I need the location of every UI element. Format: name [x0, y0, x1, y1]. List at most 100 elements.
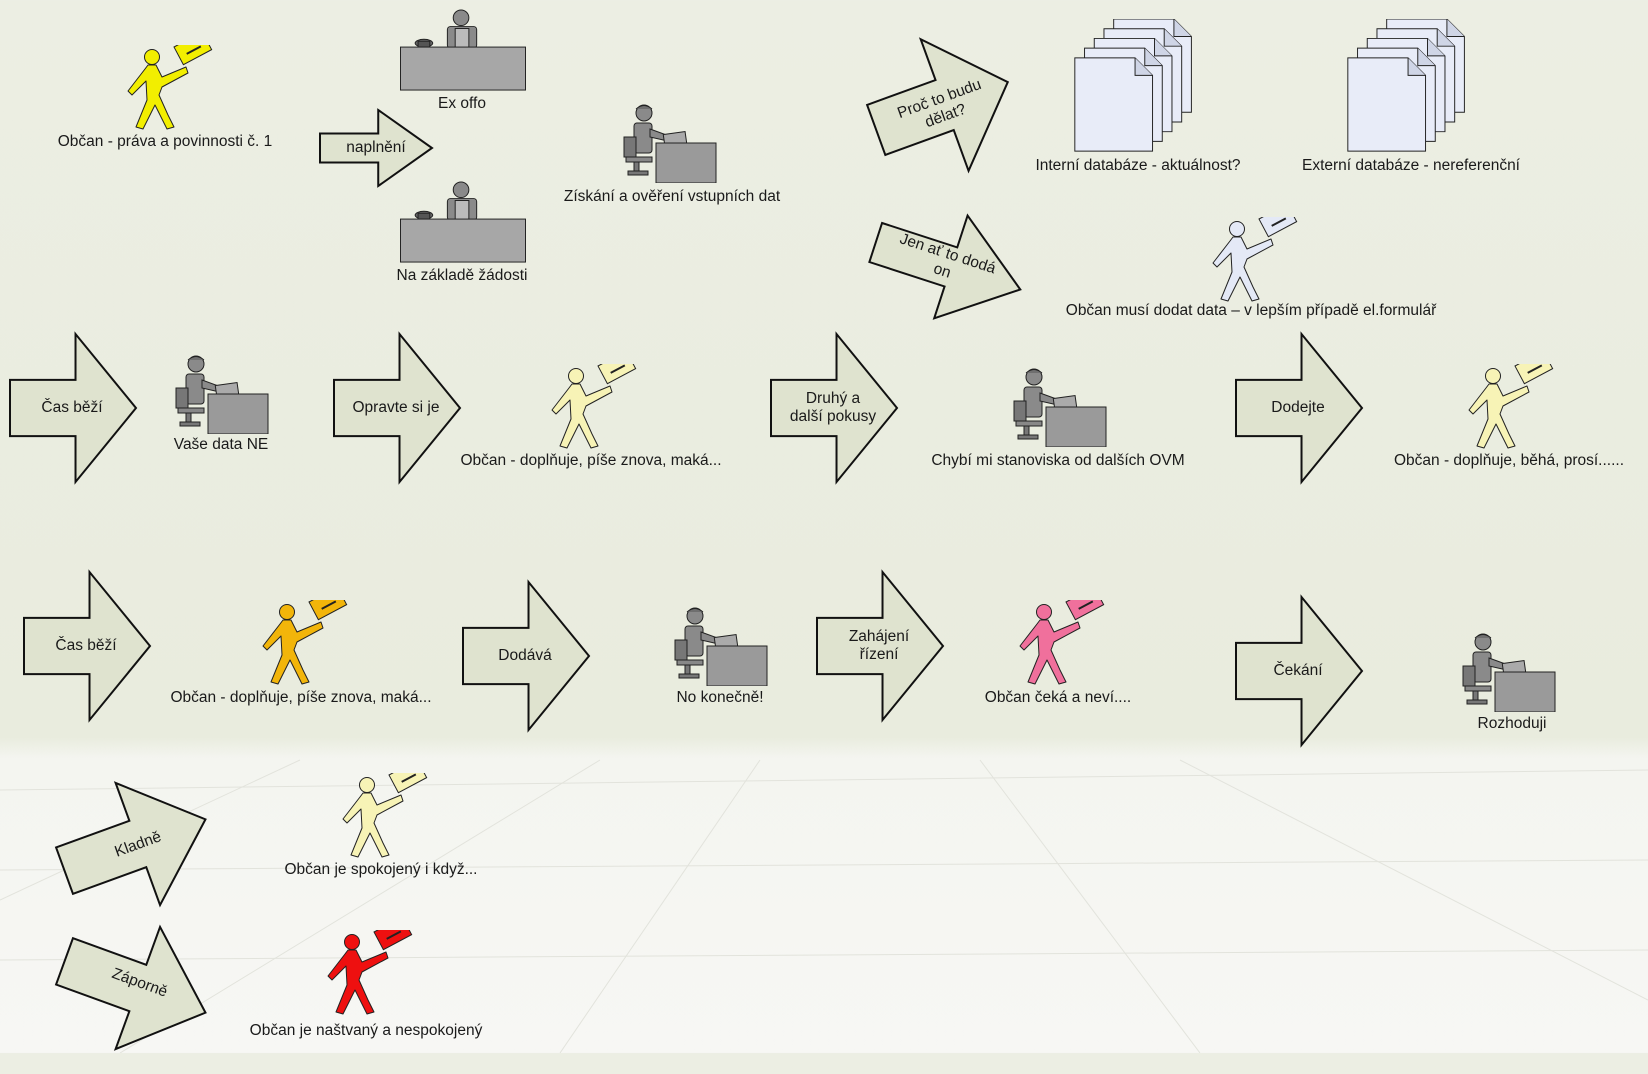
diagram-node-label: Občan - práva a povinnosti č. 1	[57, 133, 273, 150]
arrow-body	[1235, 594, 1364, 748]
diagram-node-label: Vaše data NE	[173, 436, 269, 453]
diagram-node-label: Občan - doplňuje, píše znova, maká...	[170, 689, 432, 706]
arrow-body	[333, 331, 462, 485]
diagram-node-label: Občan - doplňuje, píše znova, maká...	[460, 452, 722, 469]
arrow-label: Opravte si je	[352, 399, 440, 416]
flow-arrow-shape	[1235, 594, 1364, 748]
flow-arrow-shape	[54, 924, 207, 1051]
arrow-label: Druhý a další pokusy	[789, 390, 877, 425]
arrow-label: Čas běží	[55, 637, 117, 654]
walking-citizen-icon-graphic	[1212, 203, 1298, 302]
desk-clerk-icon	[397, 180, 529, 264]
flow-arrow: Dodává	[462, 579, 591, 733]
computer-clerk-icon	[1010, 365, 1110, 448]
computer-clerk-icon	[671, 604, 771, 687]
arrow-body	[319, 108, 434, 188]
computer-clerk-icon-graphic	[674, 607, 768, 687]
computer-clerk-icon-graphic	[1013, 368, 1107, 448]
arrow-body	[770, 331, 899, 485]
walking-citizen-icon-graphic	[127, 31, 213, 130]
document-stack-icon-graphic	[1347, 18, 1465, 152]
walking-citizen-icon-graphic	[327, 916, 413, 1015]
arrow-body	[462, 579, 591, 733]
flow-arrow-shape	[770, 331, 899, 485]
desk-clerk-icon	[397, 8, 529, 92]
flow-arrow-shape	[319, 108, 434, 188]
diagram-node-label: Občan je naštvaný a nespokojený	[249, 1022, 483, 1039]
flow-arrow: Opravte si je	[333, 331, 462, 485]
arrow-body	[816, 569, 945, 723]
diagram-node-label: No konečně!	[676, 689, 764, 706]
arrow-label: Zahájení řízení	[848, 628, 910, 663]
flow-arrow: Čekání	[1235, 594, 1364, 748]
diagram-node-label: Externí databáze - nereferenční	[1302, 157, 1520, 174]
arrow-body	[1235, 331, 1364, 485]
document-stack-icon	[1073, 18, 1201, 155]
flow-arrow: Dodejte	[1235, 331, 1364, 485]
walking-citizen-icon	[1459, 350, 1555, 454]
computer-clerk-icon-graphic	[623, 104, 717, 184]
walking-citizen-icon-graphic	[551, 350, 637, 449]
flow-arrow-shape	[9, 331, 138, 485]
arrow-label: Čekání	[1273, 662, 1323, 679]
desk-clerk-icon-graphic	[400, 9, 526, 91]
walking-citizen-icon	[318, 916, 414, 1020]
walking-citizen-icon-graphic	[1019, 586, 1105, 685]
diagram-node-label: Občan musí dodat data – v lepším případě…	[1065, 302, 1437, 319]
flow-arrow: Proč to budu dělat?	[852, 16, 1031, 195]
flow-arrow: Jen ať to dodá on	[859, 191, 1037, 341]
diagram-node-label: Rozhoduji	[1477, 715, 1547, 732]
diagram-node-label: Chybí mi stanoviska od dalších OVM	[931, 452, 1185, 469]
flow-arrow: Zahájení řízení	[816, 569, 945, 723]
walking-citizen-icon	[542, 350, 638, 454]
diagram-node-label: Občan čeká a neví....	[984, 689, 1132, 706]
diagram-node-label: Na základě žádosti	[396, 267, 528, 284]
arrow-label: Čas běží	[41, 399, 103, 416]
diagram-node-label: Občan je spokojený i když...	[284, 861, 478, 878]
flow-arrow-shape	[462, 579, 591, 733]
walking-citizen-icon-graphic	[1468, 350, 1554, 449]
walking-citizen-icon	[253, 586, 349, 690]
diagram-node-label: Interní databáze - aktuálnost?	[1035, 157, 1241, 174]
computer-clerk-icon	[1459, 630, 1559, 713]
diagram-node-label: Získání a ověření vstupních dat	[563, 188, 781, 205]
walking-citizen-icon	[118, 31, 214, 135]
arrow-body	[868, 213, 1022, 320]
flow-arrow: naplnění	[319, 108, 434, 188]
arrow-body	[865, 37, 1010, 174]
walking-citizen-icon	[1010, 586, 1106, 690]
computer-clerk-icon-graphic	[175, 355, 269, 435]
computer-clerk-icon	[172, 352, 272, 435]
flow-arrow: Druhý a další pokusy	[770, 331, 899, 485]
flow-arrow-shape	[816, 569, 945, 723]
flow-arrow: Čas běží	[23, 569, 152, 723]
arrow-label: Dodejte	[1271, 399, 1325, 416]
arrow-body	[9, 331, 138, 485]
walking-citizen-icon	[333, 759, 429, 863]
arrow-body	[23, 569, 152, 723]
flow-arrow-shape	[868, 213, 1022, 320]
flow-arrow-shape	[865, 37, 1010, 174]
computer-clerk-icon	[620, 101, 720, 184]
walking-citizen-icon-graphic	[262, 586, 348, 685]
walking-citizen-icon	[1203, 203, 1299, 307]
document-stack-icon	[1346, 18, 1474, 155]
flow-arrow: Kladně	[42, 758, 227, 931]
flow-arrow: Čas běží	[9, 331, 138, 485]
flow-arrow-shape	[1235, 331, 1364, 485]
diagram-node-label: Ex offo	[438, 95, 486, 112]
diagram-node-label: Občan - doplňuje, běhá, prosí......	[1393, 452, 1625, 469]
computer-clerk-icon-graphic	[1462, 633, 1556, 713]
flow-arrow-shape	[54, 781, 207, 908]
arrow-label: naplnění	[346, 139, 406, 156]
arrow-label: Dodává	[498, 647, 552, 664]
flow-arrow: Záporně	[42, 900, 227, 1073]
flow-arrow-shape	[23, 569, 152, 723]
desk-clerk-icon-graphic	[400, 181, 526, 263]
flow-arrow-shape	[333, 331, 462, 485]
document-stack-icon-graphic	[1074, 18, 1192, 152]
arrow-body	[54, 781, 207, 908]
arrow-body	[54, 924, 207, 1051]
